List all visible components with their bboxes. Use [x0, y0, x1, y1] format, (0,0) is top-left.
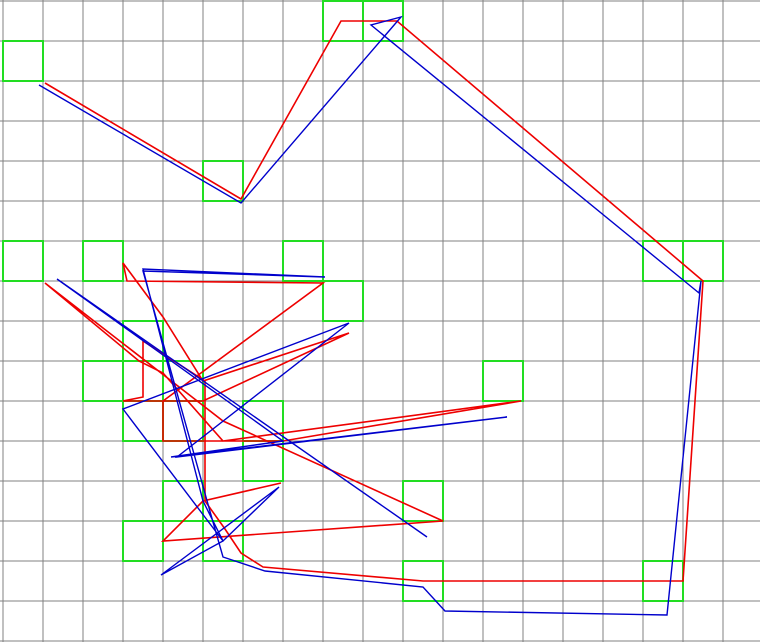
highlighted-cell: [322, 280, 364, 322]
highlighted-cell: [2, 240, 44, 282]
highlighted-cell: [402, 480, 444, 522]
highlighted-cell: [202, 520, 244, 562]
highlighted-cell: [2, 40, 44, 82]
highlighted-cell: [482, 360, 524, 402]
highlighted-cell: [282, 240, 324, 282]
highlighted-cell: [82, 240, 124, 282]
blue-path: [38, 15, 702, 616]
red-path: [44, 20, 704, 582]
